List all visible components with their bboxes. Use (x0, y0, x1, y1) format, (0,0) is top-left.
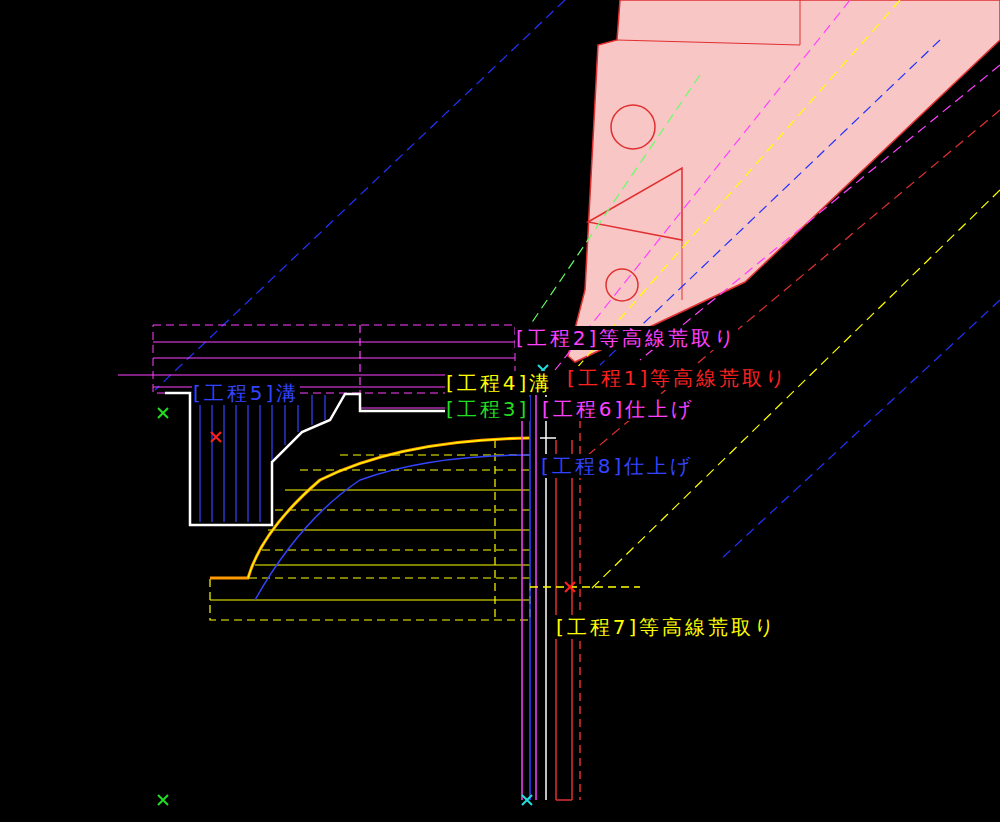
process-label: [工程5]溝 (192, 381, 300, 405)
process-label: [工程2]等高線荒取り (515, 326, 738, 350)
rough-passes (118, 325, 540, 408)
finish-profile (248, 438, 530, 578)
tool-edge (617, 40, 800, 45)
tool-hole (606, 269, 638, 301)
process-label: [工程3] (445, 397, 530, 421)
tool-hole (611, 105, 655, 149)
process-label: [工程4]溝 (445, 371, 553, 395)
tool-edge (682, 240, 683, 300)
process-label: [工程7]等高線荒取り (555, 615, 778, 639)
vertical-passes (522, 375, 640, 800)
process-label: [工程6]仕上げ (541, 397, 695, 421)
groove-profile (165, 393, 445, 525)
process-label: [工程8]仕上げ (540, 454, 694, 478)
finish-pass (255, 455, 530, 600)
rough-passes (210, 440, 530, 620)
finish-profile (210, 438, 530, 578)
approach-lines (155, 0, 1000, 590)
point-markers (158, 365, 575, 805)
groove-passes (200, 393, 325, 522)
tool-holder (568, 0, 1000, 362)
tool-edge (800, 0, 801, 45)
process-label: [工程1]等高線荒取り (566, 366, 789, 390)
